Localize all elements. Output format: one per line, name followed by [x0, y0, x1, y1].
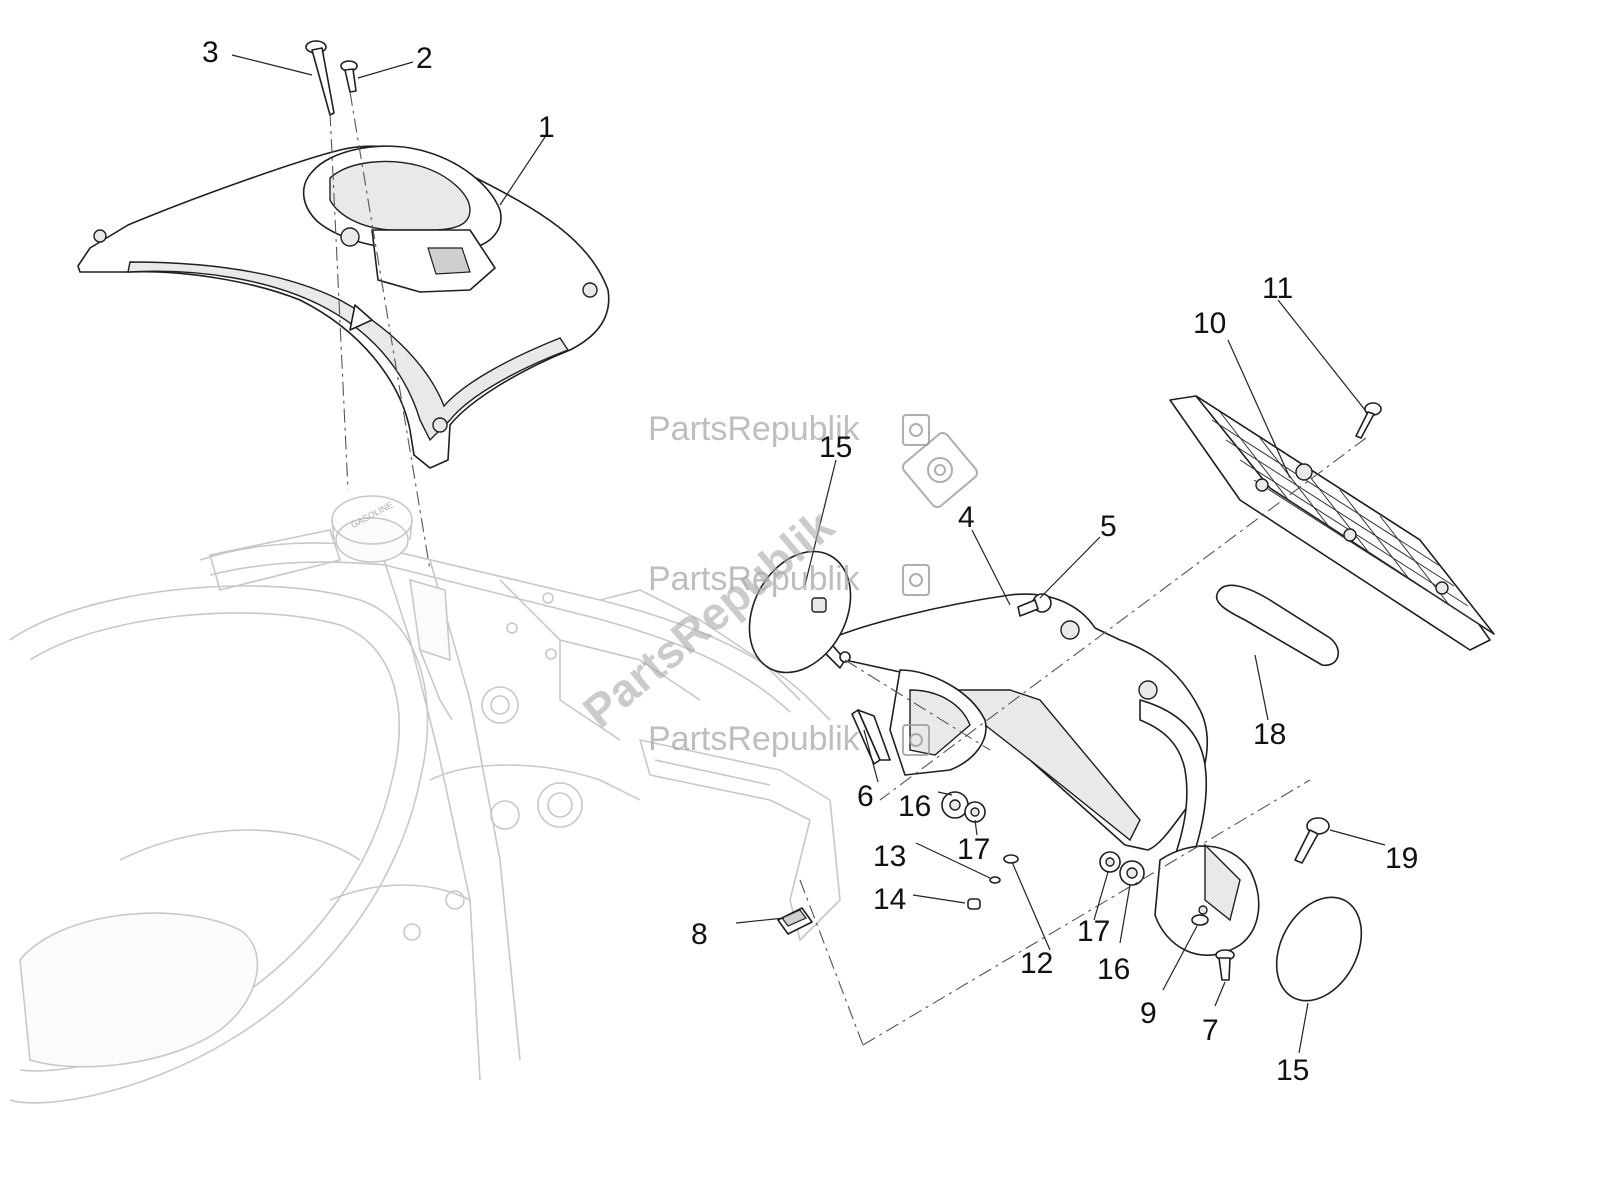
callout-17-right: 17 [1077, 915, 1110, 948]
part-11-screw [1355, 402, 1382, 439]
callout-14: 14 [873, 883, 906, 916]
part-16-washer-right [1119, 860, 1145, 886]
callout-6: 6 [857, 780, 874, 813]
callout-5: 5 [1100, 510, 1117, 543]
callout-13: 13 [873, 840, 906, 873]
part-7-screw [1215, 949, 1235, 981]
callout-11: 11 [1262, 272, 1293, 305]
part-2-short-screw [340, 60, 358, 93]
plate-grid [1211, 411, 1483, 627]
callout-12: 12 [1020, 947, 1053, 980]
callout-2: 2 [416, 42, 433, 75]
callout-8: 8 [691, 918, 708, 951]
callout-15-upper: 15 [819, 431, 852, 464]
watermark-logo-icon [902, 432, 978, 508]
part-3-long-screw [305, 40, 335, 116]
watermark-text-1: PartsRepublik [648, 410, 861, 448]
callout-4: 4 [958, 501, 975, 534]
part-14-bush [967, 898, 981, 910]
part-4-plate-holder [821, 593, 1260, 956]
callout-16-right: 16 [1097, 953, 1130, 986]
watermark-logo-icon [902, 564, 930, 596]
part-17-nut-right [1099, 851, 1121, 873]
callout-17-left: 17 [957, 833, 990, 866]
callout-labels: 3 2 1 11 10 15 4 5 18 6 16 17 13 14 8 17… [202, 36, 1418, 1087]
part-10-license-plate [1169, 395, 1495, 651]
part-15-lens-lower [1275, 896, 1363, 1002]
assembly-centerlines [329, 91, 1367, 1046]
part-19-plug [1294, 817, 1330, 864]
watermark-text-3: PartsRepublik [648, 720, 861, 758]
callout-18: 18 [1253, 718, 1286, 751]
part-18-reflector-strip [1215, 584, 1340, 666]
watermark-logo-icon [902, 724, 930, 756]
part-9-washer [1191, 914, 1209, 926]
callout-10: 10 [1193, 307, 1226, 340]
part-17-nut-left [964, 801, 986, 823]
watermark-logo-icon [902, 414, 930, 446]
callout-19: 19 [1385, 842, 1418, 875]
part-1-rear-rack [77, 145, 610, 469]
part-12-small-washer [1003, 854, 1019, 864]
part-8-nut-clip [777, 907, 813, 935]
part-13-pin [989, 876, 1001, 884]
part-15-lens-upper [748, 550, 852, 674]
callout-3: 3 [202, 36, 219, 69]
callout-1: 1 [538, 111, 555, 144]
callout-7: 7 [1202, 1014, 1219, 1047]
leader-lines [231, 54, 1386, 1054]
frame-ghost: GASOLINE [9, 495, 841, 1104]
part-16-washer-left [941, 791, 969, 819]
watermark-text-2: PartsRepublik [648, 560, 861, 598]
callout-9: 9 [1140, 997, 1157, 1030]
callout-15-lower: 15 [1276, 1054, 1309, 1087]
part-5-bolt [1017, 593, 1052, 617]
callout-16-left: 16 [898, 790, 931, 823]
